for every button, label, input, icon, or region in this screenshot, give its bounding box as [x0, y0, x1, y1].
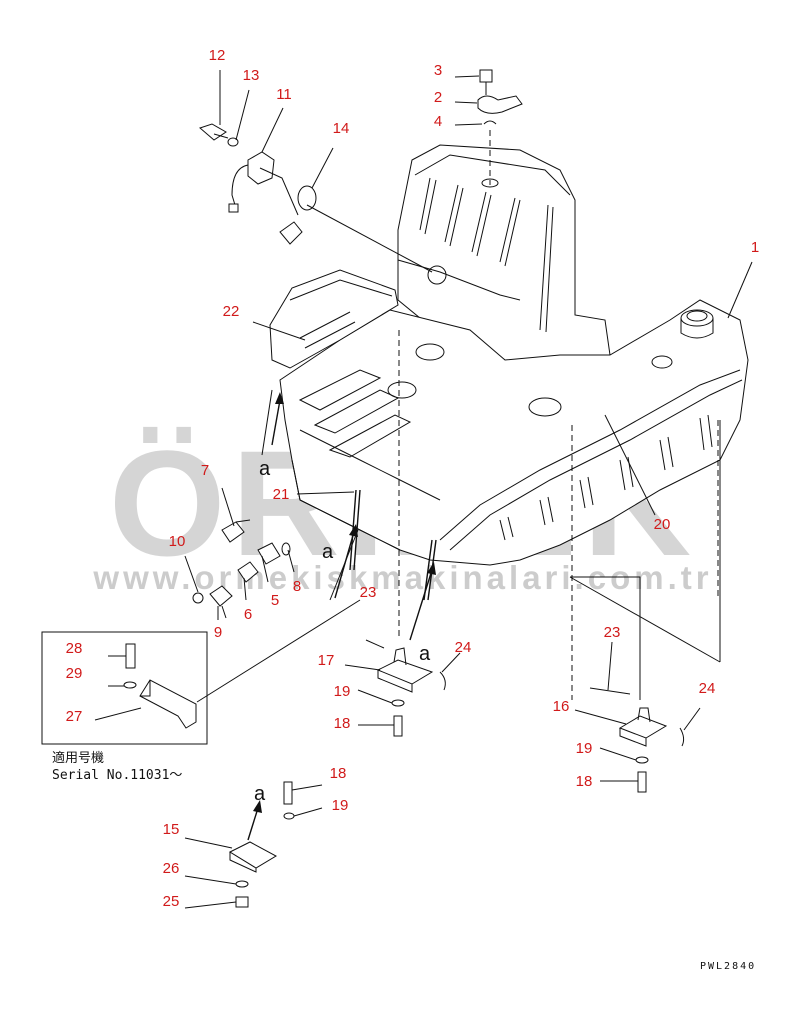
- part-callout-16: 16: [553, 698, 570, 715]
- reference-letter-a-2: a: [322, 541, 334, 563]
- fuel-tank-body: [269, 144, 749, 601]
- part-callout-20: 20: [654, 516, 671, 533]
- part-callout-4: 4: [434, 113, 442, 130]
- part-callout-11: 11: [276, 86, 292, 103]
- reference-letter-a-3: a: [419, 643, 431, 665]
- reference-letters: a a a a: [254, 458, 431, 805]
- part-callout-19: 19: [332, 797, 349, 814]
- part-callout-18: 18: [334, 715, 351, 732]
- part-callout-27: 27: [66, 708, 83, 725]
- inset-note-line2: Serial No.11031～: [52, 768, 182, 783]
- fuel-sender-assembly: [199, 123, 317, 245]
- part-callouts: 1213111432412272120105869232829271724191…: [66, 47, 760, 910]
- drain-fittings: [192, 519, 291, 619]
- breather-assembly: [477, 69, 523, 188]
- part-callout-1: 1: [751, 239, 759, 256]
- part-callout-13: 13: [243, 67, 260, 84]
- drawing-code: PWL2840: [700, 961, 756, 972]
- part-callout-22: 22: [223, 303, 240, 320]
- part-callout-19: 19: [334, 683, 351, 700]
- part-callout-23: 23: [604, 624, 621, 641]
- reference-letter-a-4: a: [254, 783, 266, 805]
- serial-inset-box: [41, 631, 208, 745]
- part-callout-29: 29: [66, 665, 83, 682]
- part-callout-18: 18: [576, 773, 593, 790]
- part-callout-23: 23: [360, 584, 377, 601]
- mounting-brackets: [365, 639, 685, 793]
- reference-arrows: [247, 392, 436, 841]
- part-callout-3: 3: [434, 62, 442, 79]
- part-callout-14: 14: [333, 120, 350, 137]
- part-callout-8: 8: [293, 578, 301, 595]
- part-callout-25: 25: [163, 893, 180, 910]
- part-callout-24: 24: [699, 680, 716, 697]
- part-callout-9: 9: [214, 624, 222, 641]
- part-callout-15: 15: [163, 821, 180, 838]
- reference-letter-a-1: a: [259, 458, 271, 480]
- part-callout-17: 17: [318, 652, 335, 669]
- part-callout-18: 18: [330, 765, 347, 782]
- part-callout-7: 7: [201, 462, 209, 479]
- part-callout-10: 10: [169, 533, 186, 550]
- part-callout-19: 19: [576, 740, 593, 757]
- part-callout-6: 6: [244, 606, 252, 623]
- part-callout-24: 24: [455, 639, 472, 656]
- part-callout-5: 5: [271, 592, 279, 609]
- part-callout-28: 28: [66, 640, 83, 657]
- part-callout-2: 2: [434, 89, 442, 106]
- leader-lines: [94, 70, 753, 909]
- part-callout-26: 26: [163, 860, 180, 877]
- centerlines: [398, 130, 719, 700]
- part-callout-12: 12: [209, 47, 226, 64]
- inset-note-line1: 適用号機: [52, 750, 104, 766]
- part-callout-21: 21: [273, 486, 290, 503]
